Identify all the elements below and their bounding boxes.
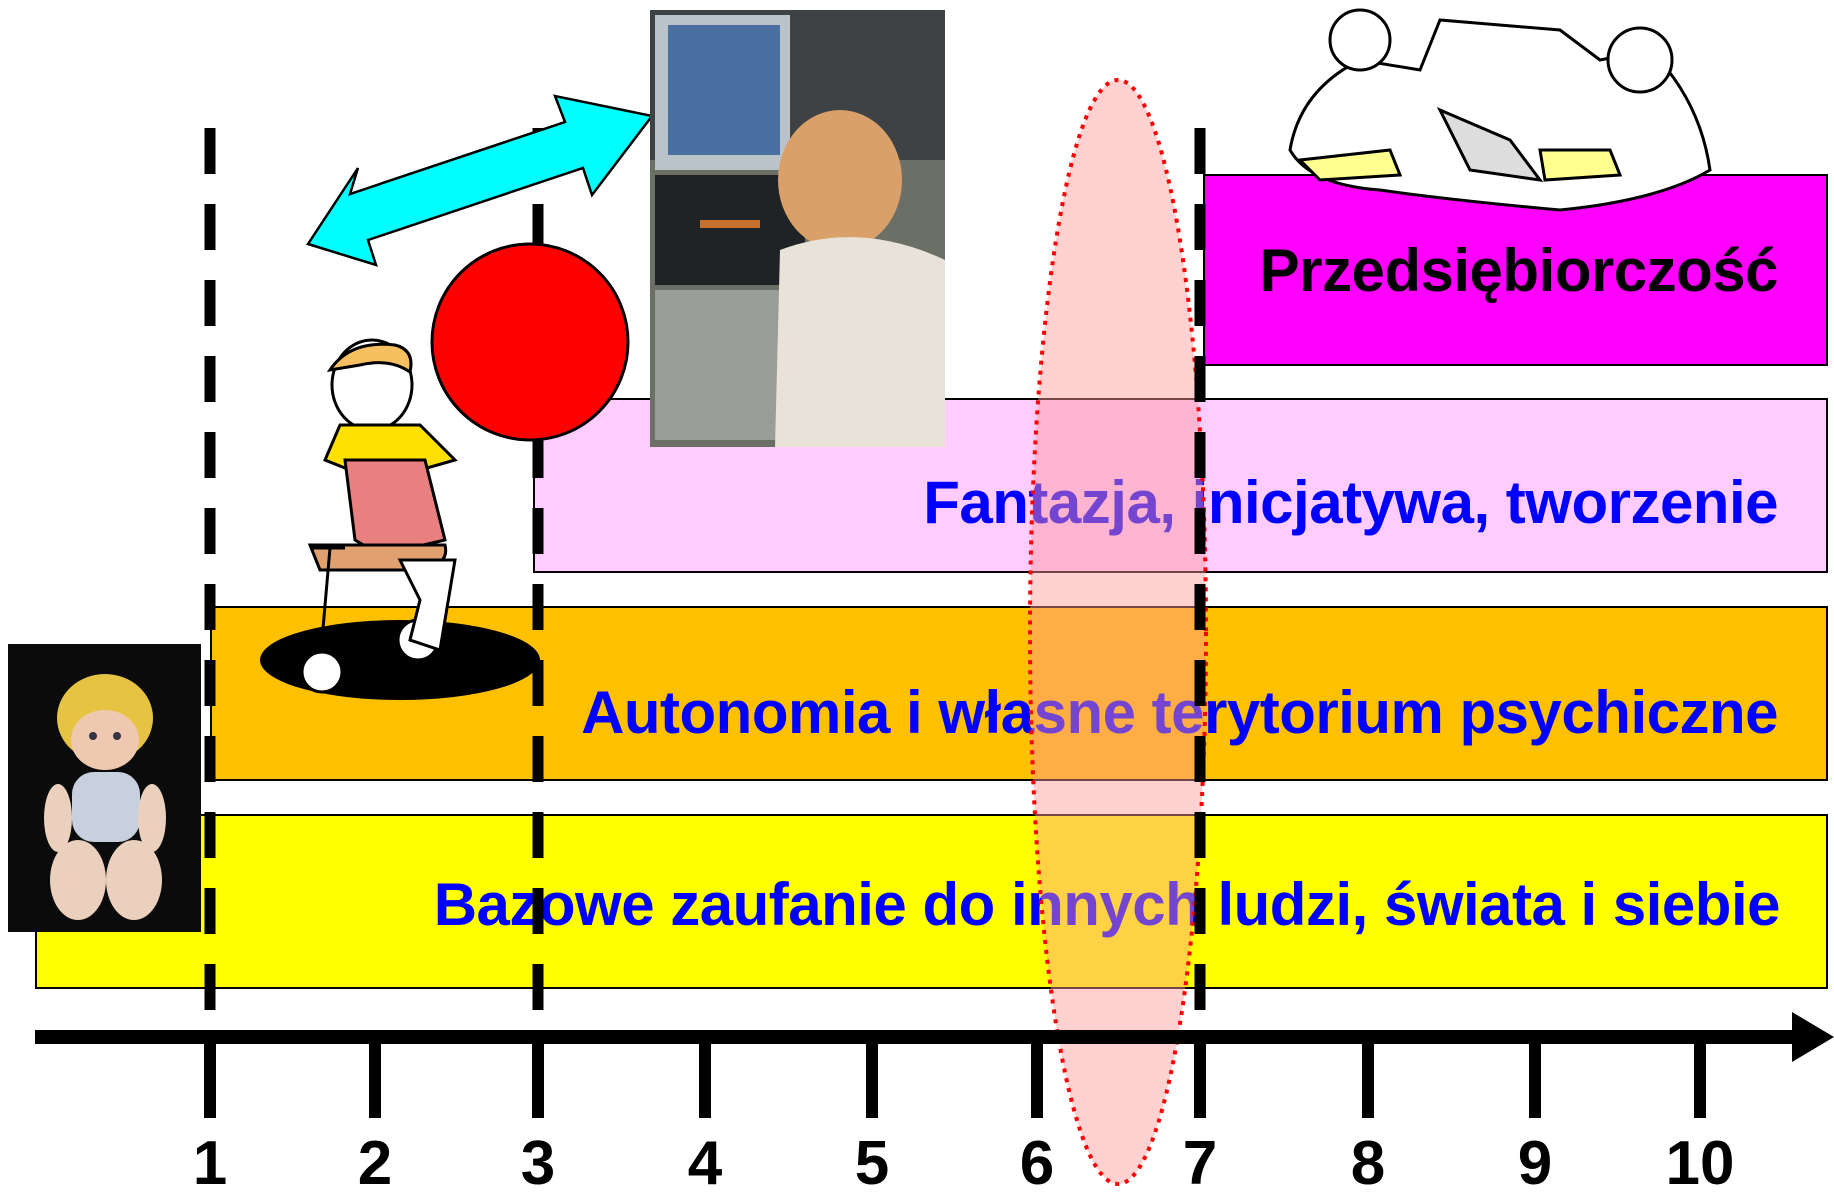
band-label-basic-trust: Bazowe zaufanie do innych ludzi, świata …: [433, 871, 1781, 938]
axis-tick-label-1: 1: [192, 1129, 228, 1198]
band-basic-trust: Bazowe zaufanie do innych ludzi, świata …: [35, 814, 1828, 989]
axis-tick-label-7: 7: [1182, 1129, 1218, 1198]
age-transition-ellipse: [1028, 78, 1208, 1186]
axis-tick-label-8: 8: [1350, 1129, 1386, 1198]
child-on-scooter-clipart: [260, 338, 540, 700]
red-circle-marker: [430, 242, 630, 442]
axis-tick-label-2: 2: [357, 1129, 393, 1198]
axis-tick-label-4: 4: [687, 1129, 723, 1198]
child-at-computer-photo: [650, 10, 945, 447]
doll-photo: [8, 644, 201, 932]
axis-tick-label-10: 10: [1665, 1129, 1735, 1198]
band-label-fantasy-initiative: Fantazja, inicjatywa, tworzenie: [923, 469, 1778, 536]
axis-tick-label-6: 6: [1019, 1129, 1055, 1198]
band-label-autonomy: Autonomia i własne terytorium psychiczne: [581, 679, 1778, 746]
axis-arrowhead: [1792, 1012, 1834, 1062]
band-label-entrepreneurship: Przedsiębiorczość: [1259, 237, 1779, 304]
axis-tick-label-3: 3: [520, 1129, 556, 1198]
band-fantasy-initiative: Fantazja, inicjatywa, tworzenie: [533, 398, 1828, 573]
axis-tick-label-9: 9: [1517, 1129, 1553, 1198]
axis-tick-label-5: 5: [854, 1129, 890, 1198]
timeline-axis: [35, 1012, 1834, 1118]
double-arrow-shape: [306, 94, 655, 267]
axis-ticks: [204, 1037, 1706, 1118]
business-team-clipart: [1288, 8, 1712, 212]
